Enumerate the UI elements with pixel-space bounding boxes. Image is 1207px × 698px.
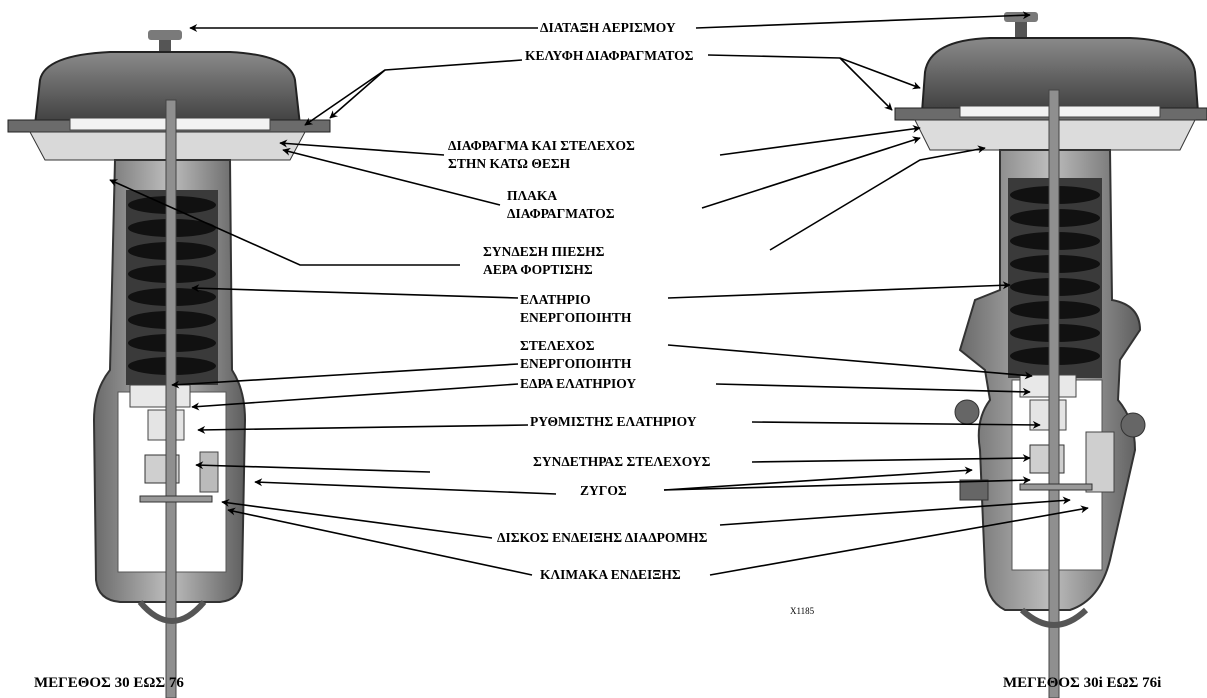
label-travel-indicator-disk: ΔΙΣΚΟΣ ΕΝΔΕΙΞΗΣ ΔΙΑΔΡΟΜΗΣ: [497, 530, 708, 545]
label-vent: ΔΙΑΤΑΞΗ ΑΕΡΙΣΜΟΥ: [540, 20, 676, 35]
label-diaphragm-plate-line2: ΔΙΑΦΡΑΓΜΑΤΟΣ: [507, 206, 615, 221]
label-actuator-spring-line1: ΕΛΑΤΗΡΙΟ: [520, 292, 591, 307]
label-diaphragm-and-stem-line2: ΣΤΗΝ ΚΑΤΩ ΘΕΣΗ: [448, 156, 571, 171]
actuator-stem-right: [1048, 89, 1060, 698]
label-indicator-scale: ΚΛΙΜΑΚΑ ΕΝΔΕΙΞΗΣ: [540, 567, 681, 582]
label-loading-connection-line2: ΑΕΡΑ ΦΟΡΤΙΣΗΣ: [483, 262, 593, 277]
label-loading-connection-line1: ΣΥΝΔΕΣΗ ΠΙΕΣΗΣ: [483, 244, 605, 259]
label-diaphragm-plate-line1: ΠΛΑΚΑ: [507, 188, 558, 203]
vent-knob: [148, 30, 182, 40]
upper-casing-right: [920, 37, 1200, 113]
caption-right: ΜΕΓΕΘΟΣ 30i ΕΩΣ 76i: [1003, 675, 1162, 691]
label-yoke: ΖΥΓΟΣ: [580, 483, 627, 498]
leader-lines: [109, 11, 1089, 576]
vent-knob-right: [1004, 12, 1038, 22]
label-stem-connector: ΣΥΝΔΕΤΗΡΑΣ ΣΤΕΛΕΧΟΥΣ: [533, 454, 711, 469]
upper-casing: [33, 51, 302, 126]
caption-left: ΜΕΓΕΘΟΣ 30 ΕΩΣ 76: [34, 675, 184, 691]
label-spring-seat: ΕΔΡΑ ΕΛΑΤΗΡΙΟΥ: [520, 376, 637, 391]
label-diaphragm-casings: ΚΕΛΥΦΗ ΔΙΑΦΡΑΓΜΑΤΟΣ: [525, 48, 694, 63]
label-actuator-stem-line1: ΣΤΕΛΕΧΟΣ: [520, 338, 595, 353]
label-spring-adjuster: ΡΥΘΜΙΣΤΗΣ ΕΛΑΤΗΡΙΟΥ: [530, 414, 697, 429]
right-actuator: [894, 12, 1207, 698]
figure-code: X1185: [790, 606, 815, 616]
actuator-stem: [165, 99, 177, 698]
left-actuator: [7, 30, 331, 698]
label-actuator-stem-line2: ΕΝΕΡΓΟΠΟΙΗΤΗ: [520, 356, 632, 371]
label-actuator-spring-line2: ΕΝΕΡΓΟΠΟΙΗΤΗ: [520, 310, 632, 325]
label-diaphragm-and-stem-line1: ΔΙΑΦΡΑΓΜΑ ΚΑΙ ΣΤΕΛΕΧΟΣ: [448, 138, 635, 153]
